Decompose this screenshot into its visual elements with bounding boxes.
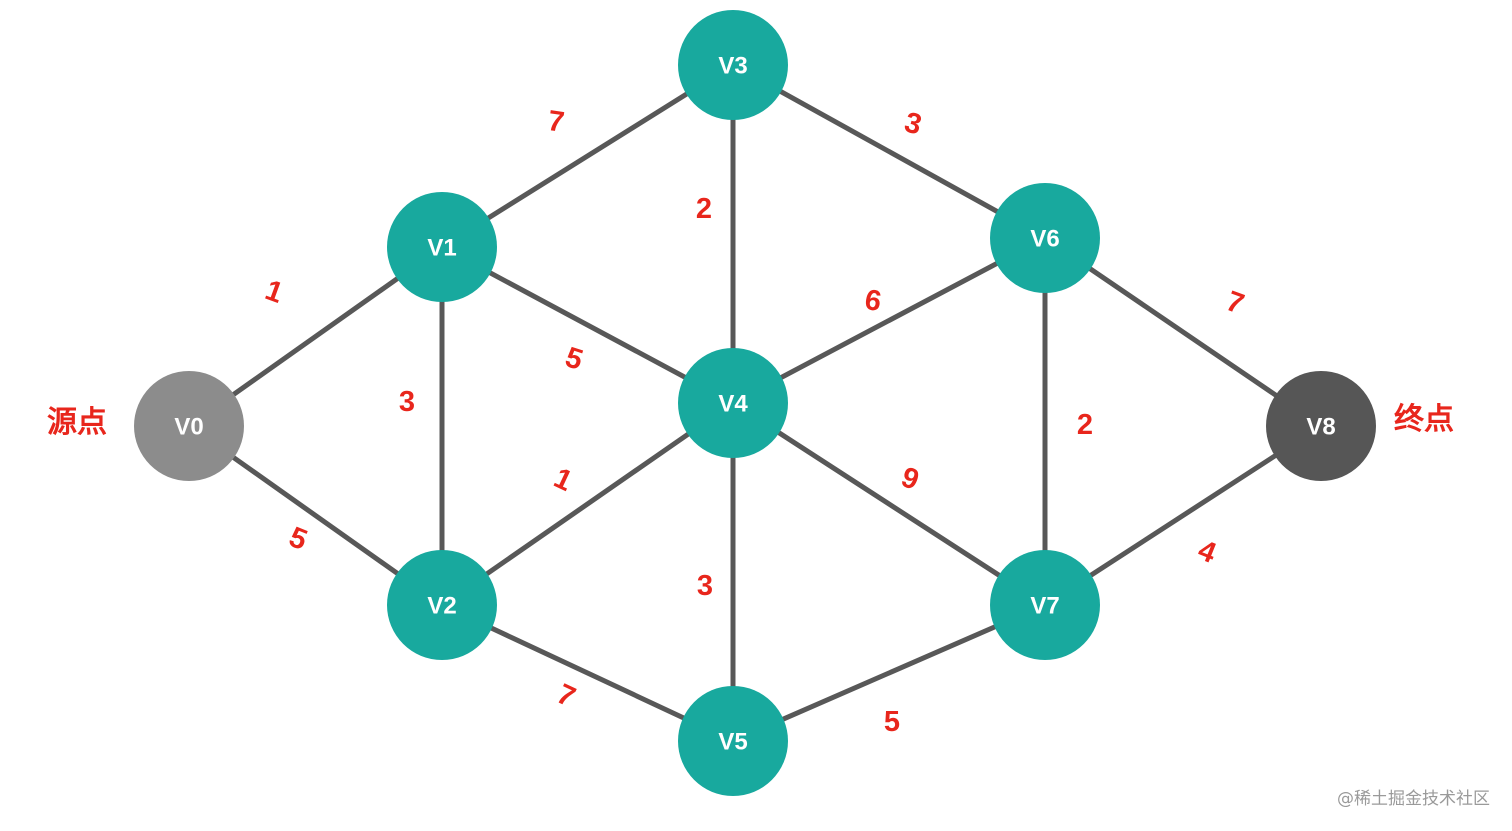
edge-weight-v0-v2: 5 xyxy=(285,521,312,557)
edges-layer xyxy=(186,62,1324,744)
edge-weight-v2-v5: 7 xyxy=(552,678,580,714)
node-label-v3: V3 xyxy=(718,53,747,80)
node-circle-v0 xyxy=(134,371,244,481)
node-label-v8: V8 xyxy=(1306,414,1335,441)
edge-v1-v4 xyxy=(439,244,736,406)
edge-weight-v7-v8: 4 xyxy=(1194,534,1221,570)
node-v2: V2 xyxy=(387,550,497,660)
edge-weight-v4-v7: 9 xyxy=(897,461,923,497)
edge-weight-v6-v7: 2 xyxy=(1077,409,1093,441)
edge-weight-v4-v6: 6 xyxy=(862,284,883,318)
node-v8: V8 xyxy=(1266,371,1376,481)
node-circle-v3 xyxy=(678,10,788,120)
node-v7: V7 xyxy=(990,550,1100,660)
edge-weight-v5-v7: 5 xyxy=(884,706,900,738)
edge-v1-v3 xyxy=(439,62,736,250)
edge-v5-v7 xyxy=(730,602,1048,744)
node-circle-v7 xyxy=(990,550,1100,660)
edge-weight-v3-v6: 3 xyxy=(901,106,925,141)
edge-v4-v7 xyxy=(730,400,1048,608)
target-label: 终点 xyxy=(1394,402,1454,437)
node-label-v1: V1 xyxy=(427,235,456,262)
edge-weight-v1-v4: 5 xyxy=(561,341,586,376)
node-v6: V6 xyxy=(990,183,1100,293)
edge-weight-v1-v3: 7 xyxy=(546,105,566,139)
node-label-v0: V0 xyxy=(174,414,203,441)
edge-v2-v4 xyxy=(439,400,736,608)
edge-weight-v4-v5: 3 xyxy=(697,570,713,602)
node-label-v6: V6 xyxy=(1030,226,1059,253)
node-circle-v5 xyxy=(678,686,788,796)
node-v5: V5 xyxy=(678,686,788,796)
edge-v6-v8 xyxy=(1042,235,1324,429)
node-v0: V0 xyxy=(134,371,244,481)
edge-weight-v3-v4: 2 xyxy=(696,193,712,225)
edge-v4-v6 xyxy=(730,235,1048,406)
node-circle-v4 xyxy=(678,348,788,458)
node-v3: V3 xyxy=(678,10,788,120)
source-label: 源点 xyxy=(47,405,107,440)
node-label-v5: V5 xyxy=(718,729,747,756)
edge-weight-v1-v2: 3 xyxy=(399,386,415,418)
node-circle-v8 xyxy=(1266,371,1376,481)
edge-weight-v2-v4: 1 xyxy=(549,462,577,498)
node-label-v2: V2 xyxy=(427,593,456,620)
edge-weight-v6-v8: 7 xyxy=(1222,285,1248,321)
node-v1: V1 xyxy=(387,192,497,302)
edge-v3-v6 xyxy=(730,62,1048,241)
node-circle-v2 xyxy=(387,550,497,660)
node-label-v4: V4 xyxy=(718,391,748,418)
node-circle-v1 xyxy=(387,192,497,302)
edge-weight-v0-v1: 1 xyxy=(261,274,287,310)
node-v4: V4 xyxy=(678,348,788,458)
watermark-text: @稀土掘金技术社区 xyxy=(1337,789,1490,809)
node-label-v7: V7 xyxy=(1030,593,1059,620)
node-circle-v6 xyxy=(990,183,1100,293)
